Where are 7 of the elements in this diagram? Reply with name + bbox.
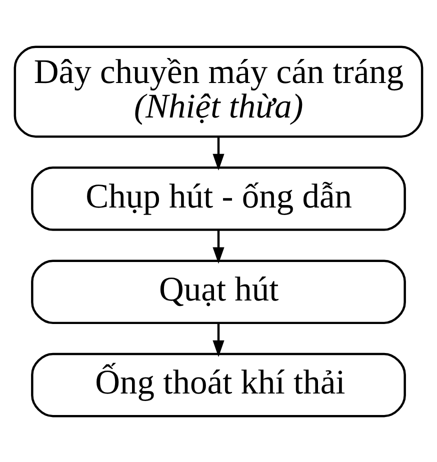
node-box: Chụp hút - ống dẫn	[31, 166, 406, 230]
node-box: Ống thoát khí thải	[31, 352, 406, 417]
node-box: Dây chuyền máy cán tráng (Nhiệt thừa)	[14, 45, 424, 138]
node-box: Quạt hút	[31, 259, 406, 324]
arrow	[212, 322, 224, 356]
arrow	[212, 229, 224, 264]
arrow	[212, 136, 224, 170]
